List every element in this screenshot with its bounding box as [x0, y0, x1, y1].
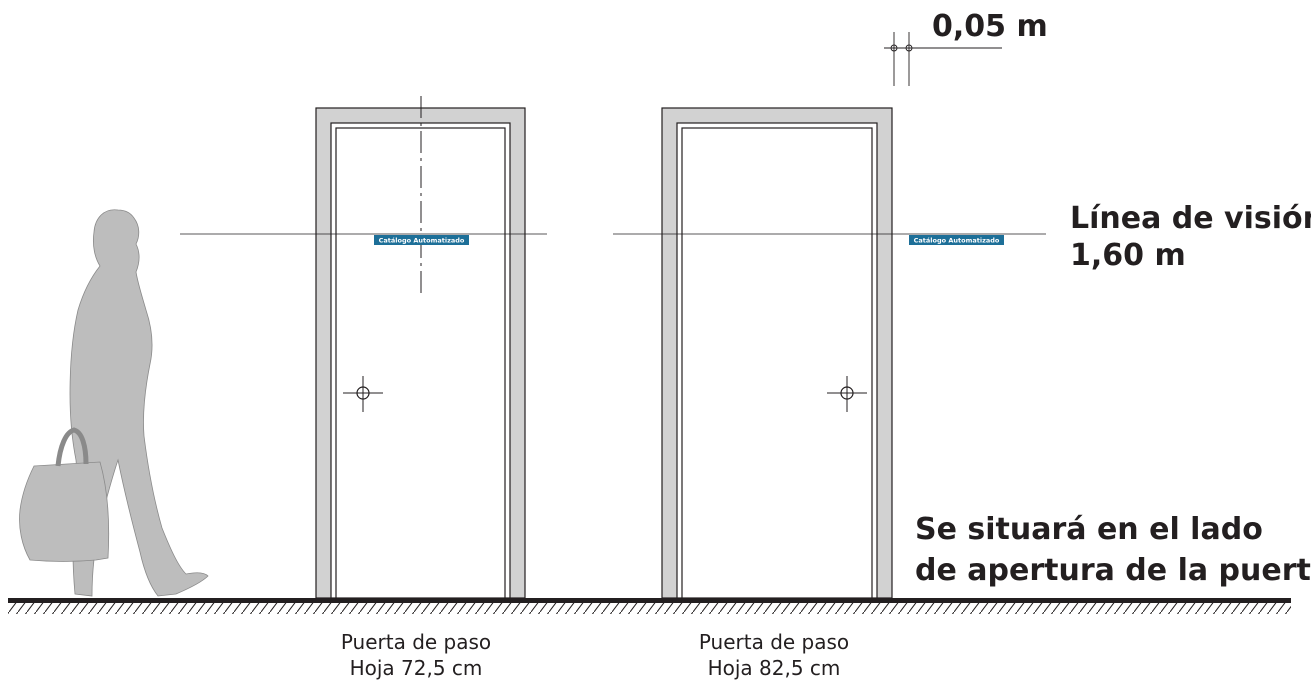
floor-hatching	[8, 603, 1291, 614]
door-handle-icon	[827, 376, 867, 412]
door-1-caption: Puerta de paso	[341, 630, 491, 654]
dimension-label: 0,05 m	[932, 9, 1048, 44]
person-silhouette	[19, 209, 209, 597]
sign-plate-door-1: Catálogo Automatizado	[374, 235, 469, 245]
door-2-leaf-width: Hoja 82,5 cm	[708, 656, 841, 680]
sign-label: Catálogo Automatizado	[379, 237, 465, 245]
door-72-5	[315, 96, 526, 599]
dimension-marker	[884, 32, 1002, 86]
door-leaf	[681, 127, 873, 599]
vision-line-title: Línea de visión	[1070, 201, 1311, 236]
vision-line-height: 1,60 m	[1070, 238, 1186, 273]
door-2-caption: Puerta de paso	[699, 630, 849, 654]
ground	[8, 598, 1291, 614]
floor-line	[8, 598, 1291, 603]
placement-note-line-2: de apertura de la puerta	[915, 553, 1311, 588]
handbag-handle	[55, 427, 89, 467]
handbag-icon	[19, 461, 110, 562]
sign-label: Catálogo Automatizado	[914, 237, 1000, 245]
sign-plate-door-2: Catálogo Automatizado	[909, 235, 1004, 245]
placement-note-line-1: Se situará en el lado	[915, 512, 1263, 547]
door-82-5	[661, 107, 893, 599]
door-1-leaf-width: Hoja 72,5 cm	[350, 656, 483, 680]
door-handle-icon	[343, 376, 383, 412]
door-leaf	[335, 127, 506, 599]
